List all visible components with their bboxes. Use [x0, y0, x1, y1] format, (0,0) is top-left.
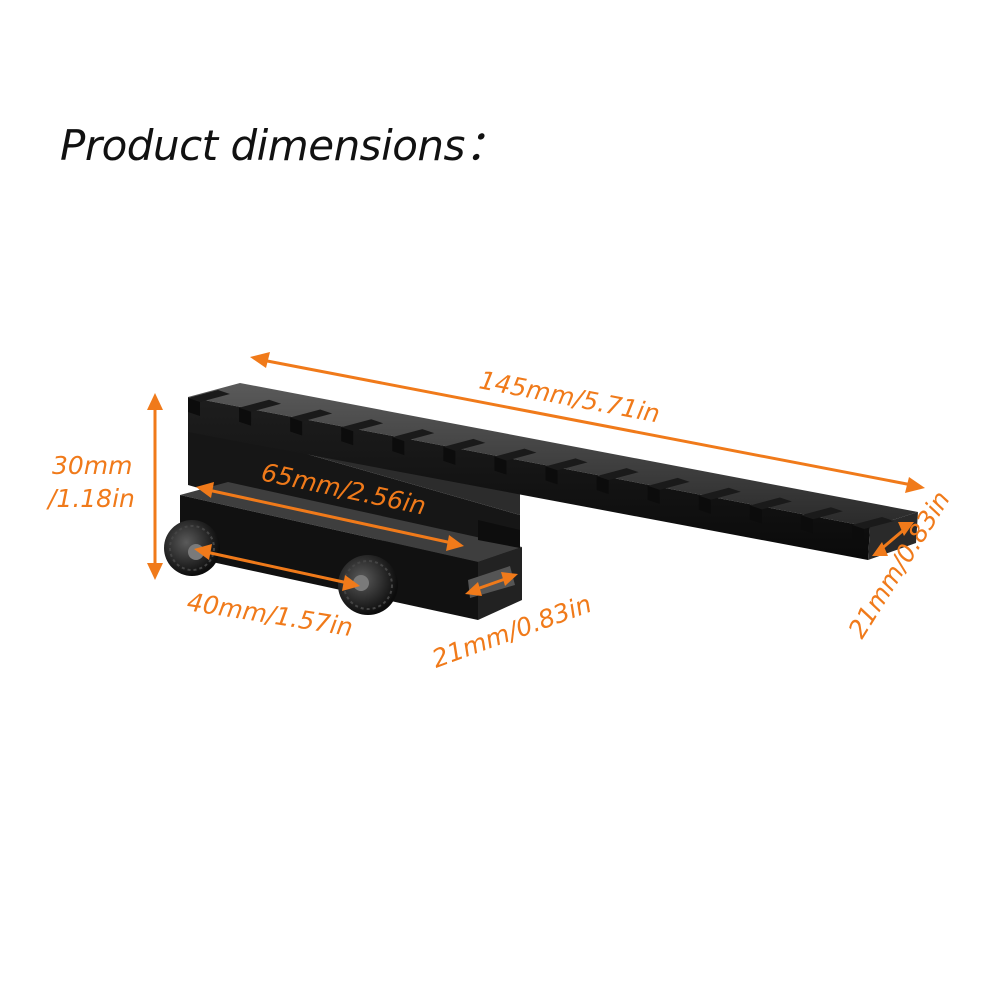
rail-mount-product: [164, 383, 918, 620]
rail-slot-face: [800, 515, 813, 534]
rail-slot-face: [341, 427, 354, 446]
rail-slot: [749, 497, 792, 510]
knob-spacing-arrow: [194, 544, 360, 591]
rail-slot-face: [443, 446, 456, 465]
knob-spacing-label: 40mm/1.57in: [185, 587, 355, 642]
rail-slot: [800, 507, 843, 520]
rail-slot-face: [188, 398, 200, 416]
dimension-arrows: [147, 352, 925, 596]
rail-slot: [545, 458, 588, 471]
rail-slots: [188, 390, 894, 543]
rail-slot: [596, 468, 639, 481]
rail-slot: [188, 390, 230, 402]
thumb-knob-icon: [164, 520, 220, 576]
height-arrow: [147, 393, 163, 580]
rail-slot-face: [494, 456, 507, 475]
rail-slot-face: [545, 466, 558, 485]
rail-slot-face: [698, 495, 711, 514]
page-title: Product dimensions：: [60, 121, 507, 170]
thumb-knob-icon: [338, 555, 398, 615]
rail-slot: [494, 448, 537, 461]
rail-slot-face: [647, 485, 660, 504]
rail-slot-face: [239, 407, 252, 426]
rail-slot-face: [290, 417, 303, 436]
rail-slot: [392, 429, 435, 442]
rail-slot-face: [852, 525, 864, 543]
base-width-arrow: [465, 572, 518, 596]
rail-slot-face: [749, 505, 762, 524]
rail-slot: [698, 487, 741, 500]
rail-slot-face: [392, 437, 405, 456]
rail-width-arrow: [872, 522, 914, 556]
rail-slot-face: [596, 476, 609, 495]
rail-slot: [341, 419, 384, 432]
rail-slot: [290, 409, 333, 422]
height-label-bottom: /1.18in: [46, 484, 135, 513]
overall-length-arrow: [250, 352, 925, 493]
picatinny-rail-icon: [188, 383, 918, 560]
base-length-arrow: [196, 482, 464, 551]
rail-slot: [443, 438, 486, 451]
rail-slot: [647, 477, 690, 490]
rail-slot: [239, 399, 282, 412]
height-label-top: 30mm: [52, 451, 133, 480]
rail-slot: [852, 517, 894, 529]
